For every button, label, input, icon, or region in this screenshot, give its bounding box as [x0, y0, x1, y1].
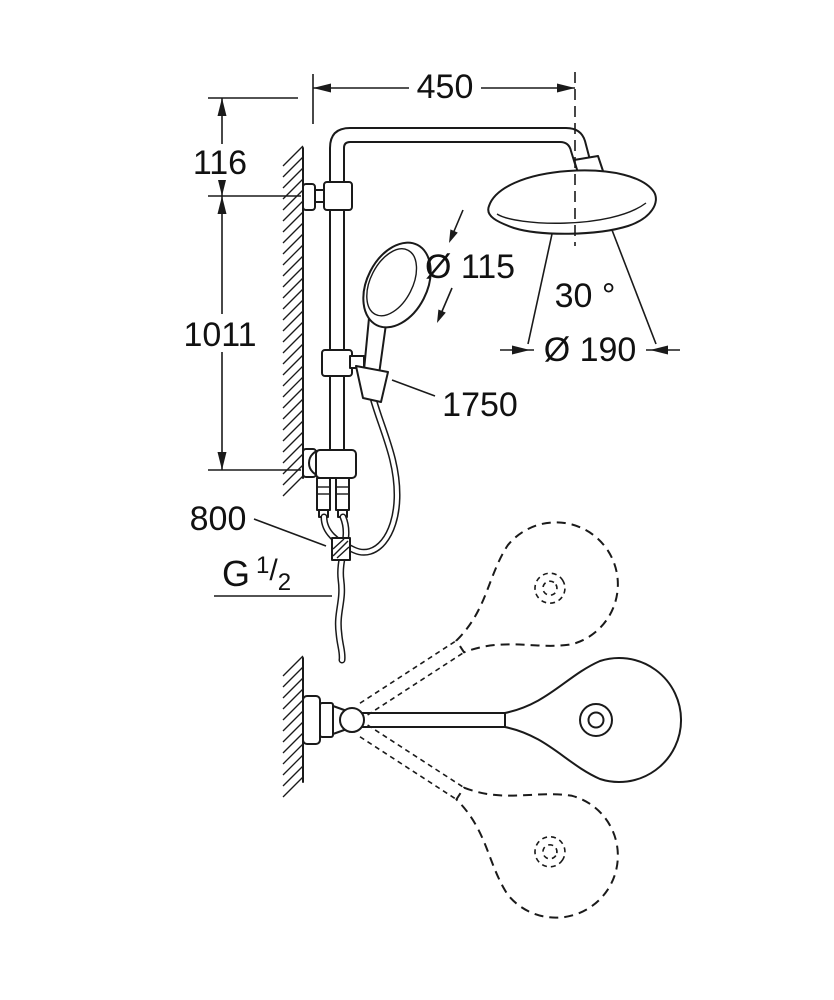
dimension-450: 450: [312, 68, 576, 246]
shower-head-side: [504, 657, 683, 783]
head-angle-label: 30 °: [555, 277, 616, 315]
supply-body: [315, 449, 357, 479]
dimension-800-label: 800: [190, 500, 247, 538]
dimension-1011-label: 1011: [183, 316, 256, 354]
wall-hatch-top: [282, 145, 304, 497]
hose-nut: [331, 537, 351, 561]
dimension-116-label: 116: [193, 144, 247, 182]
wall-bottom: [282, 655, 304, 798]
swivel-arm: [361, 712, 509, 728]
overhead-shower: [487, 169, 657, 235]
supply-hose: [331, 513, 351, 664]
dimension-800: 800: [190, 500, 327, 547]
dimension-hose-length: 1750: [391, 379, 518, 424]
swivel-diagram: [282, 521, 683, 919]
hand-shower-diameter-label: Ø 115: [425, 248, 515, 286]
swivel-mount: [302, 695, 365, 745]
dimension-hand-shower-diameter: Ø 115: [425, 209, 515, 323]
supply-unit: [302, 448, 357, 518]
dimension-450-label: 450: [417, 68, 474, 106]
ball-joint: [339, 707, 365, 733]
wall-bracket: [302, 181, 353, 211]
wall-top: [282, 145, 304, 497]
hand-shower-head: [362, 241, 432, 329]
dimension-116: 116: [186, 97, 301, 197]
shower-head-tilted-up: [359, 521, 619, 716]
shower-head-tilted-down: [359, 724, 619, 919]
dimension-head-diameter: Ø 190: [500, 331, 680, 369]
hose-length-label: 1750: [442, 386, 518, 424]
hand-shower-holder: [355, 365, 389, 403]
wall-hatch-bottom: [282, 655, 304, 798]
head-diameter-label: Ø 190: [544, 331, 637, 369]
dimension-1011: 1011: [178, 196, 301, 471]
check-valves: [316, 477, 350, 518]
dimension-head-angle: 30 °: [527, 229, 657, 345]
